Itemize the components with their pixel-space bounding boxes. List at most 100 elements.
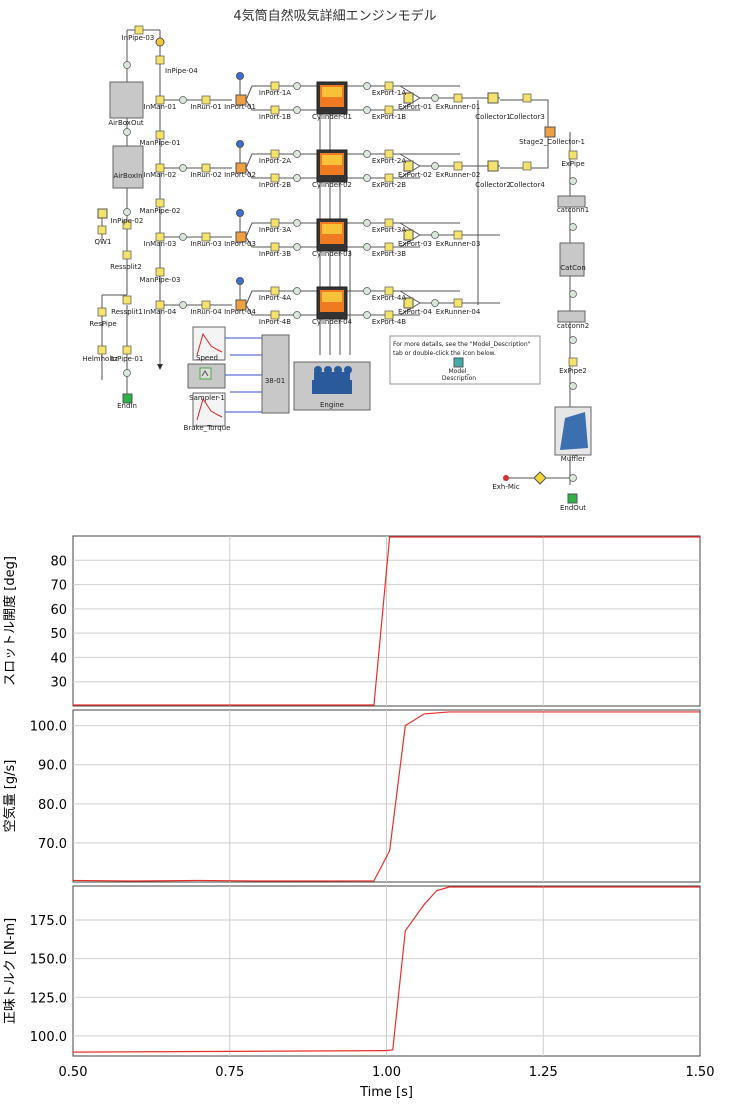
intake-valve-1a-icon[interactable] [293,82,301,90]
inrun02-icon[interactable] [201,163,211,173]
ressplit2-icon[interactable] [122,250,132,260]
export2b-icon[interactable] [384,173,394,183]
inrun02-orifice-icon[interactable] [179,164,187,172]
exrunner02-orifice-icon[interactable] [431,162,439,170]
inpipe02-orifice-icon[interactable] [123,208,131,216]
ressplit1-icon[interactable] [122,295,132,305]
endin-orifice-icon[interactable] [123,369,131,377]
inport1b-icon[interactable] [270,105,280,115]
collector2-icon[interactable] [487,160,499,172]
exrunner03-icon[interactable] [453,230,463,240]
export03-icon[interactable] [403,229,414,241]
qw1-pipe-icon[interactable] [97,225,107,235]
block-38-01[interactable] [261,334,290,414]
export04-icon[interactable] [403,297,414,309]
exrunner02-icon[interactable] [453,161,463,171]
intake-valve-2b-icon[interactable] [293,174,301,182]
inpipe03-icon[interactable] [134,25,144,35]
inpipe02-icon[interactable] [122,220,132,230]
expipe2-orifice-icon[interactable] [569,382,577,390]
inrun04-icon[interactable] [201,300,211,310]
inport04-split-icon[interactable] [235,299,247,311]
intake-valve-4a-icon[interactable] [293,287,301,295]
exrunner03-orifice-icon[interactable] [431,231,439,239]
manpipe02-icon[interactable] [155,198,165,208]
exhaust-valve-4b-icon[interactable] [363,311,371,319]
inrun04-orifice-icon[interactable] [179,301,187,309]
expipe2-icon[interactable] [568,357,578,367]
collector1-icon[interactable] [487,92,499,104]
airbox-flow-icon[interactable] [123,128,131,136]
intake-valve-1b-icon[interactable] [293,106,301,114]
exrunner04-icon[interactable] [453,298,463,308]
export01-icon[interactable] [403,92,414,104]
intake-valve-3b-icon[interactable] [293,243,301,251]
exhaust-valve-3b-icon[interactable] [363,243,371,251]
exh-mic-sensor-icon[interactable] [533,471,547,485]
expipe-orifice-icon[interactable] [569,177,577,185]
export4b-icon[interactable] [384,310,394,320]
inpipe03-junction-icon[interactable] [155,37,165,47]
exrunner01-orifice-icon[interactable] [431,94,439,102]
endout-icon[interactable] [567,493,578,504]
intake-valve-2a-icon[interactable] [293,150,301,158]
intake-valve-4b-icon[interactable] [293,311,301,319]
inport1a-icon[interactable] [270,81,280,91]
catconn2-orifice-icon[interactable] [569,336,577,344]
export02-icon[interactable] [403,160,414,172]
inrun03-icon[interactable] [201,232,211,242]
airboxout-block[interactable] [109,81,144,119]
manpipe03-icon[interactable] [155,267,165,277]
inport01-split-icon[interactable] [235,94,247,106]
exhaust-valve-1a-icon[interactable] [363,82,371,90]
collector3-icon[interactable] [522,93,532,103]
injector-03-icon[interactable] [236,209,244,217]
brake-torque-plot-icon[interactable] [192,392,226,427]
inport3b-icon[interactable] [270,242,280,252]
collector4-icon[interactable] [522,161,532,171]
inport2b-icon[interactable] [270,173,280,183]
exhaust-valve-2b-icon[interactable] [363,174,371,182]
export3b-icon[interactable] [384,242,394,252]
injector-01-icon[interactable] [236,72,244,80]
manpipe01-icon[interactable] [155,130,165,140]
injector-02-icon[interactable] [236,140,244,148]
qw1-sensor-icon[interactable] [97,208,108,219]
catcon-block[interactable] [559,242,585,277]
inport3a-icon[interactable] [270,218,280,228]
inman02-icon[interactable] [155,163,165,173]
exh-mic-icon[interactable] [503,475,509,481]
export4a-icon[interactable] [384,286,394,296]
export3a-icon[interactable] [384,218,394,228]
inport4b-icon[interactable] [270,310,280,320]
inman03-icon[interactable] [155,232,165,242]
inrun01-orifice-icon[interactable] [179,96,187,104]
expipe-icon[interactable] [568,150,578,160]
catcon-orifice-in-icon[interactable] [569,223,577,231]
exhaust-valve-1b-icon[interactable] [363,106,371,114]
helmholtz-icon[interactable] [97,345,107,355]
exrunner04-orifice-icon[interactable] [431,299,439,307]
inport02-split-icon[interactable] [235,162,247,174]
airbox-orifice-icon[interactable] [123,61,131,69]
catconn1-block[interactable] [557,195,586,208]
muffler-orifice-icon[interactable] [569,474,577,482]
model-description-icon[interactable] [453,357,464,368]
exhaust-valve-3a-icon[interactable] [363,219,371,227]
export1a-icon[interactable] [384,81,394,91]
endin-icon[interactable] [122,393,133,404]
inman04-icon[interactable] [155,300,165,310]
inman01-icon[interactable] [155,95,165,105]
exrunner01-icon[interactable] [453,93,463,103]
inrun03-orifice-icon[interactable] [179,233,187,241]
export2a-icon[interactable] [384,149,394,159]
injector-04-icon[interactable] [236,277,244,285]
respipe-icon[interactable] [97,307,107,317]
inport03-split-icon[interactable] [235,231,247,243]
inman-end-cap-icon[interactable] [157,364,163,370]
inport2a-icon[interactable] [270,149,280,159]
exhaust-valve-2a-icon[interactable] [363,150,371,158]
stage2-collector-icon[interactable] [544,126,556,138]
inport4a-icon[interactable] [270,286,280,296]
inpipe04-icon[interactable] [155,55,165,65]
